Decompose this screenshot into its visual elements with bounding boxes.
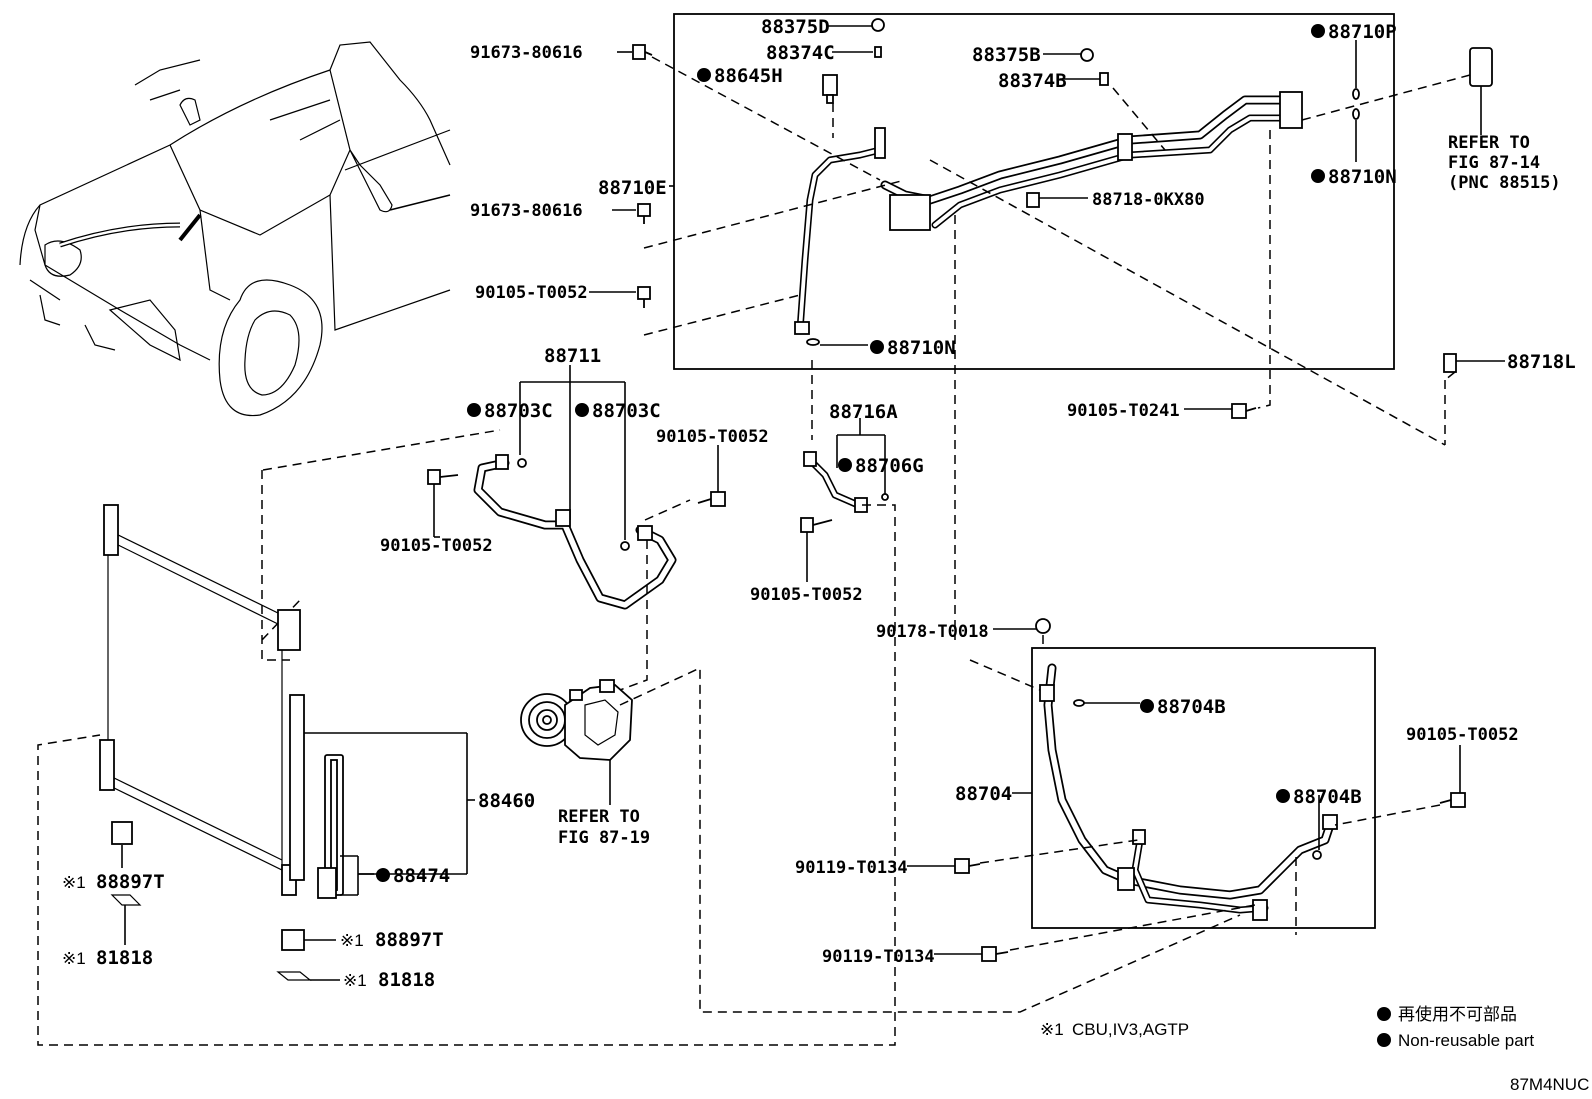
mark-cbu-2: ※1: [340, 931, 364, 950]
legend-en: Non-reusable part: [1398, 1031, 1534, 1050]
label-88704b-b: 88704B: [1293, 786, 1362, 808]
label-88716a: 88716A: [829, 401, 898, 423]
refer-fig-87-14-line3: (PNC 88515): [1448, 173, 1561, 193]
label-88706g: 88706G: [855, 455, 924, 477]
label-88374b: 88374B: [998, 70, 1067, 92]
label-91673-80616-top: 91673-80616: [470, 43, 583, 63]
non-reusable-marker: [1140, 699, 1154, 713]
label-90178-t0018: 90178-T0018: [876, 622, 989, 642]
label-90119-t0134-b: 90119-T0134: [822, 947, 935, 967]
label-81818-b: 81818: [378, 969, 435, 991]
o-ring-88374b: [1099, 72, 1109, 86]
non-reusable-marker: [870, 340, 884, 354]
legend-dot-jp: [1377, 1007, 1391, 1021]
label-90105-t0052-c: 90105-T0052: [380, 536, 493, 556]
label-88375b: 88375B: [972, 44, 1041, 66]
mark-cbu-1: ※1: [62, 873, 86, 892]
non-reusable-marker: [467, 403, 481, 417]
o-ring-88374c: [874, 46, 882, 58]
label-88460: 88460: [478, 790, 535, 812]
legend-dot-en: [1377, 1033, 1391, 1047]
refer-fig-87-19-line2: FIG 87-19: [558, 828, 650, 848]
condenser-88460: [99, 504, 344, 981]
label-88718l: 88718L: [1507, 351, 1576, 373]
label-88710n-right: 88710N: [1328, 166, 1397, 188]
pipe-88704: [1039, 663, 1338, 921]
label-90105-t0052-e: 90105-T0052: [1406, 725, 1519, 745]
label-88711: 88711: [544, 345, 601, 367]
footnote-text: CBU,IV3,AGTP: [1072, 1020, 1189, 1039]
cap-88375b: [1080, 48, 1094, 62]
lower-pipe-group-box: [1031, 647, 1376, 929]
label-88704b-a: 88704B: [1157, 696, 1226, 718]
label-88897t-b: 88897T: [375, 929, 444, 951]
label-88703c-b: 88703C: [592, 400, 661, 422]
label-90105-t0052-d: 90105-T0052: [750, 585, 863, 605]
label-88375d: 88375D: [761, 16, 830, 38]
mark-cbu-4: ※1: [343, 971, 367, 990]
label-91673-80616-mid: 91673-80616: [470, 201, 583, 221]
label-88474: 88474: [393, 865, 450, 887]
non-reusable-marker: [376, 868, 390, 882]
label-88374c: 88374C: [766, 42, 835, 64]
non-reusable-marker: [1311, 169, 1325, 183]
non-reusable-marker: [838, 458, 852, 472]
label-81818-a: 81818: [96, 947, 153, 969]
non-reusable-marker: [1276, 789, 1290, 803]
refer-fig-87-14-line2: FIG 87-14: [1448, 153, 1540, 173]
vehicle-illustration: [19, 41, 451, 417]
compressor: [520, 679, 633, 761]
non-reusable-marker: [697, 68, 711, 82]
label-90105-t0241: 90105-T0241: [1067, 401, 1180, 421]
refer-fig-87-19-line1: REFER TO: [558, 807, 640, 827]
label-88645h: 88645H: [714, 65, 783, 87]
non-reusable-marker: [575, 403, 589, 417]
legend-jp: 再使用不可部品: [1398, 1004, 1517, 1024]
label-88710e: 88710E: [598, 177, 667, 199]
label-88897t-a: 88897T: [96, 871, 165, 893]
label-88703c-a: 88703C: [484, 400, 553, 422]
label-88710n-left: 88710N: [887, 337, 956, 359]
label-90119-t0134-a: 90119-T0134: [795, 858, 908, 878]
label-90105-t0052-b: 90105-T0052: [656, 427, 769, 447]
cap-88375d: [871, 18, 885, 32]
label-90105-t0052-a: 90105-T0052: [475, 283, 588, 303]
pipe-88710e: [794, 74, 1303, 335]
label-88718-0kx80: 88718-0KX80: [1092, 190, 1205, 210]
mark-cbu-3: ※1: [62, 949, 86, 968]
non-reusable-marker: [1311, 24, 1325, 38]
figure-code: 87M4NUC: [1510, 1075, 1589, 1094]
clamp-88718-0kx80: [1026, 192, 1040, 208]
label-88704: 88704: [955, 783, 1012, 805]
refer-fig-87-14-line1: REFER TO: [1448, 133, 1530, 153]
upper-pipe-group-box: [673, 13, 1395, 370]
nut-90178-t0018: [1035, 618, 1051, 634]
footnote-mark: ※1: [1040, 1020, 1064, 1039]
pipe-88711: [473, 454, 677, 610]
pipe-88716a: [803, 451, 868, 513]
label-88710p: 88710P: [1328, 21, 1397, 43]
